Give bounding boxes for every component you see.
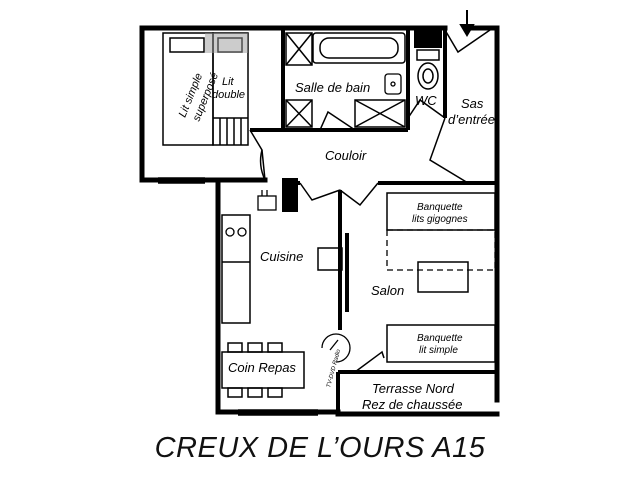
tv-icon <box>321 333 351 363</box>
bedroom-window <box>158 177 205 184</box>
label-banquette-1a: Banquette <box>417 202 463 213</box>
bathtub-icon <box>312 32 406 64</box>
label-banquette-2a: Banquette <box>417 333 463 344</box>
terrace-door <box>354 350 385 373</box>
dining-table <box>221 342 305 398</box>
label-wc: WC <box>415 93 437 108</box>
coffee-table <box>417 261 469 293</box>
label-terrasse-1: Terrasse Nord <box>372 381 455 396</box>
label-couloir: Couloir <box>325 148 367 163</box>
kitchen-window <box>238 409 318 416</box>
kitchen-sink <box>257 190 277 211</box>
label-salle-de-bain: Salle de bain <box>295 80 370 95</box>
walls <box>139 25 500 417</box>
plan-title: CREUX DE L’OURS A15 <box>154 432 486 464</box>
sofa-bed-1-pullout <box>386 229 496 271</box>
entrance-arrow-icon <box>459 10 475 37</box>
wall-block-1 <box>282 178 298 212</box>
stove-icon <box>225 227 247 237</box>
sink-icon <box>384 73 402 95</box>
kitchen-counter <box>221 214 251 324</box>
label-banquette-1b: lits gigognes <box>412 214 468 225</box>
label-sas-1: Sas <box>461 96 484 111</box>
door-swings <box>249 29 491 207</box>
bathroom-cabinets <box>285 32 406 128</box>
toilet-icon <box>416 49 440 90</box>
label-lit-double-1: Lit <box>222 76 235 88</box>
sofa-bed-2 <box>386 324 496 363</box>
label-sas-2: d’entrée <box>448 112 495 127</box>
label-lit-double-2: double <box>212 89 245 101</box>
interior-walls <box>250 30 497 412</box>
label-terrasse-2: Rez de chaussée <box>362 397 462 412</box>
label-banquette-2b: lit simple <box>419 345 458 356</box>
label-salon: Salon <box>371 283 404 298</box>
kitchen-table <box>317 247 343 271</box>
label-coin-repas: Coin Repas <box>228 360 296 375</box>
bed-shade <box>205 33 248 53</box>
wall-block-2 <box>414 30 442 48</box>
label-cuisine: Cuisine <box>260 249 303 264</box>
